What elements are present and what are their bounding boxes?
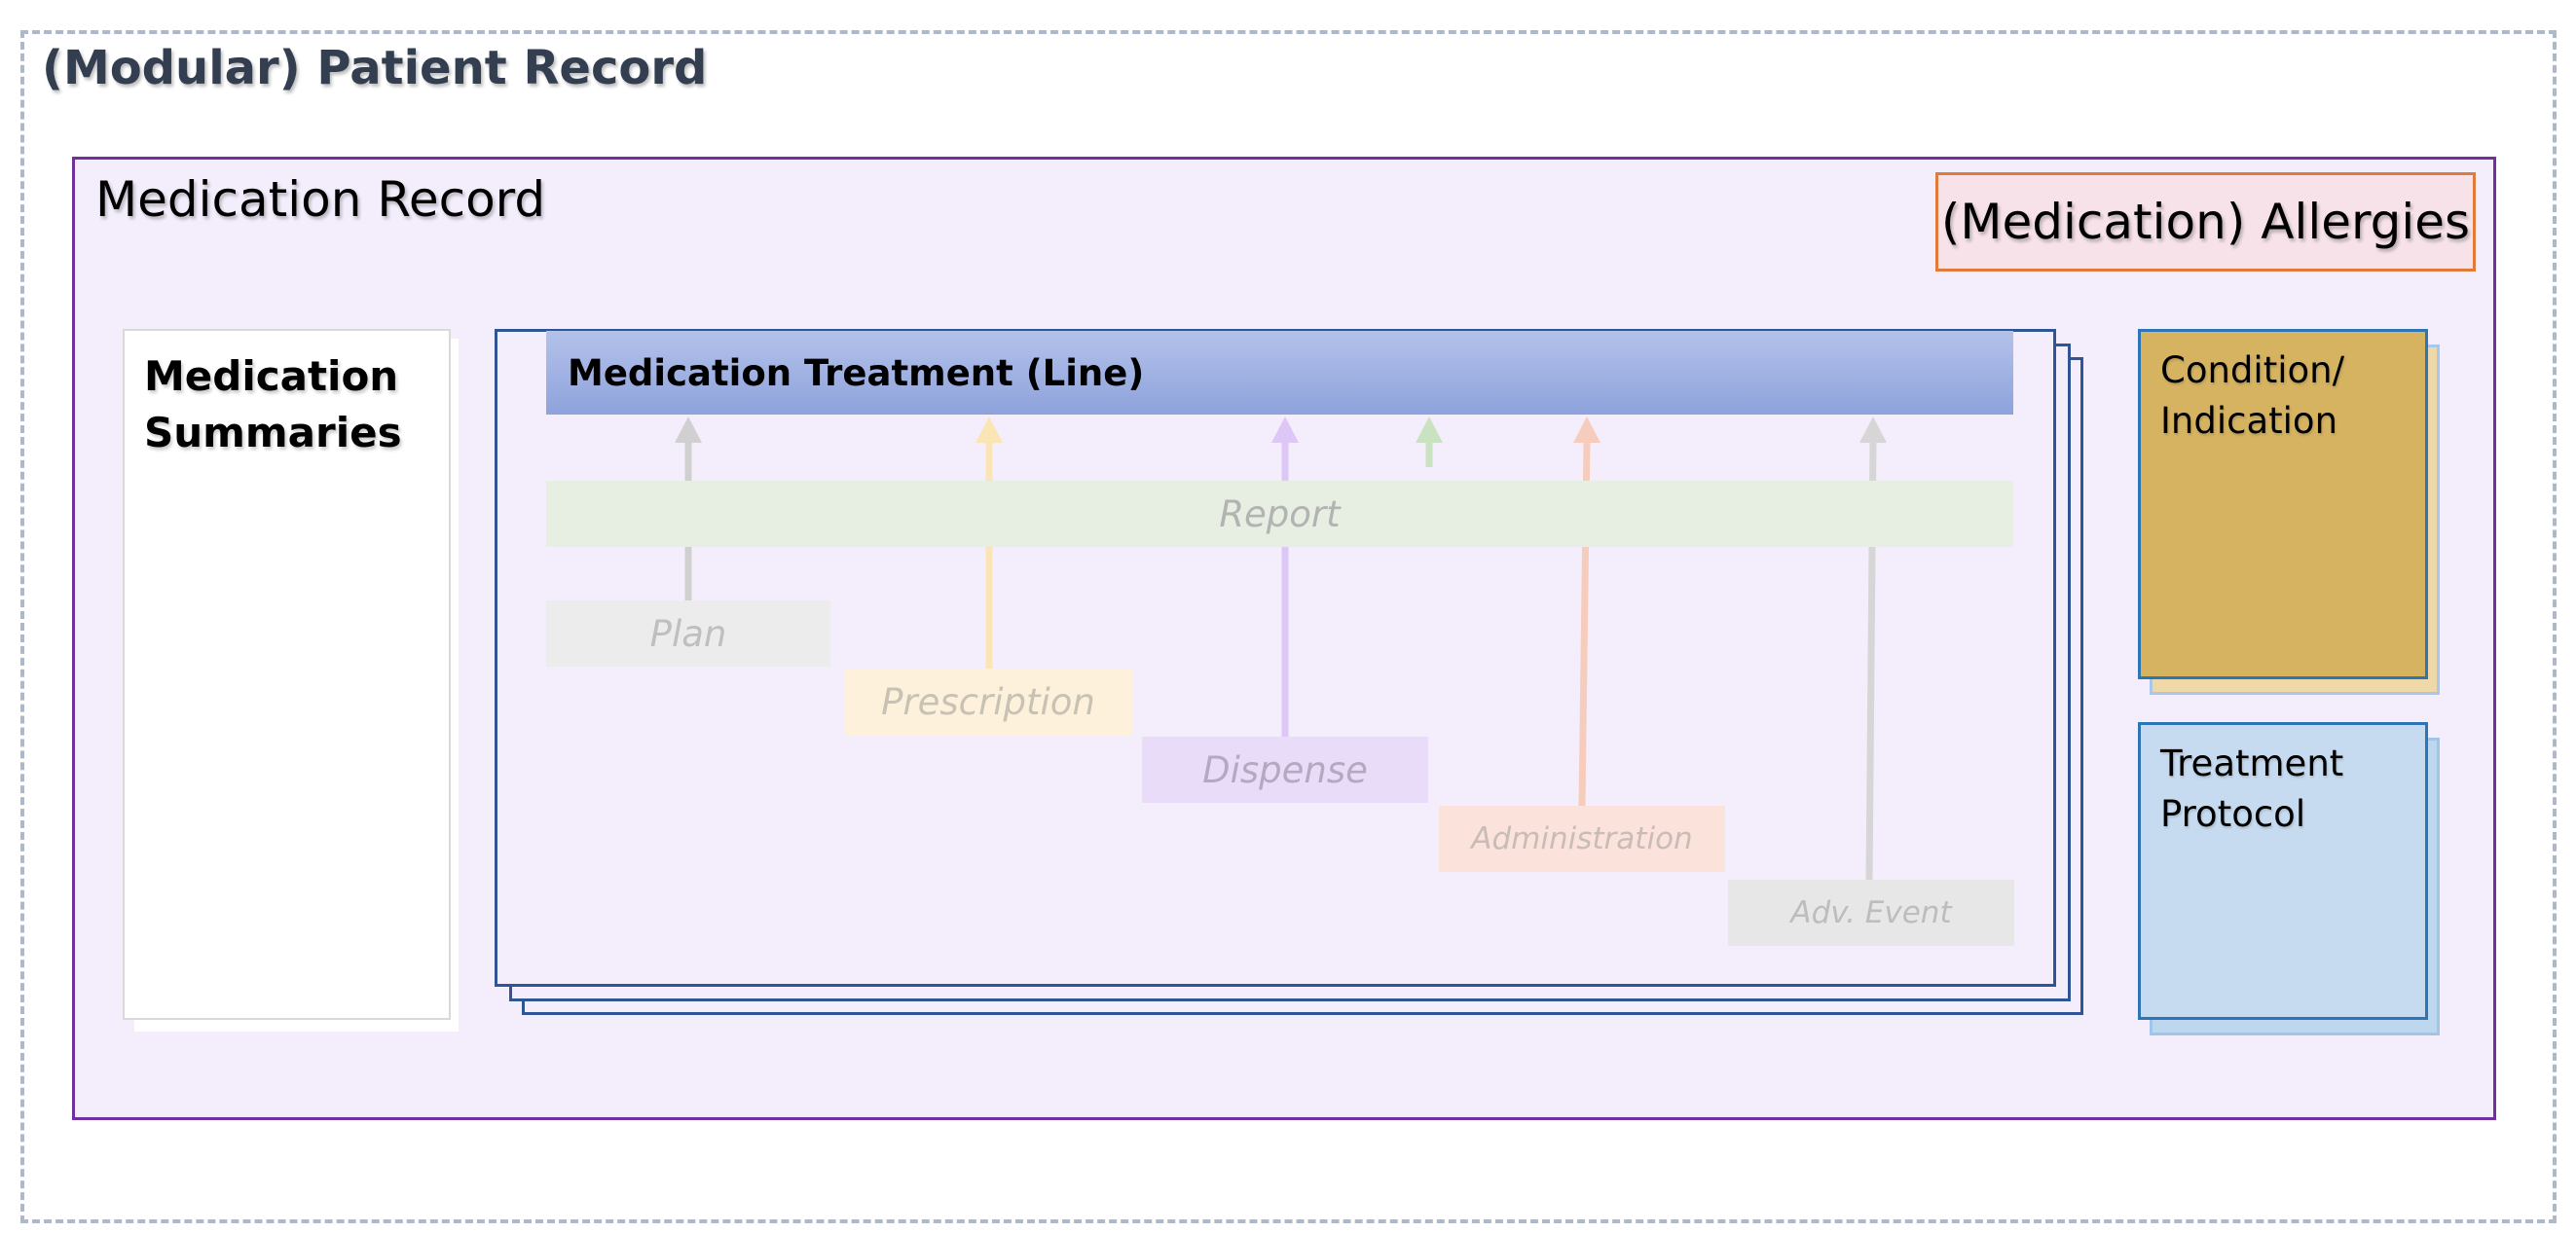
condition-line-1: Condition/	[2160, 349, 2345, 391]
medication-treatment-line-header: Medication Treatment (Line)	[546, 331, 2013, 415]
allergies-box: (Medication) Allergies	[1935, 172, 2476, 272]
prescription-step: Prescription	[844, 669, 1132, 735]
plan-step: Plan	[546, 600, 830, 667]
summaries-line-2: Summaries	[144, 409, 402, 456]
patient-record-frame	[20, 30, 2557, 1223]
dispense-step: Dispense	[1142, 737, 1428, 803]
report-bar: Report	[546, 481, 2013, 547]
condition-line-2: Indication	[2160, 400, 2338, 442]
protocol-line-1: Treatment	[2160, 743, 2344, 784]
protocol-line-2: Protocol	[2160, 793, 2306, 835]
medication-summaries-box: Medication Summaries	[123, 329, 451, 1020]
treatment-protocol-box: Treatment Protocol	[2138, 722, 2428, 1020]
page-title: (Modular) Patient Record	[42, 41, 708, 95]
adverse-event-step: Adv. Event	[1728, 880, 2014, 946]
summaries-line-1: Medication	[144, 352, 399, 400]
condition-indication-box: Condition/ Indication	[2138, 329, 2428, 679]
administration-step: Administration	[1439, 806, 1725, 872]
medication-record-title: Medication Record	[95, 171, 546, 228]
